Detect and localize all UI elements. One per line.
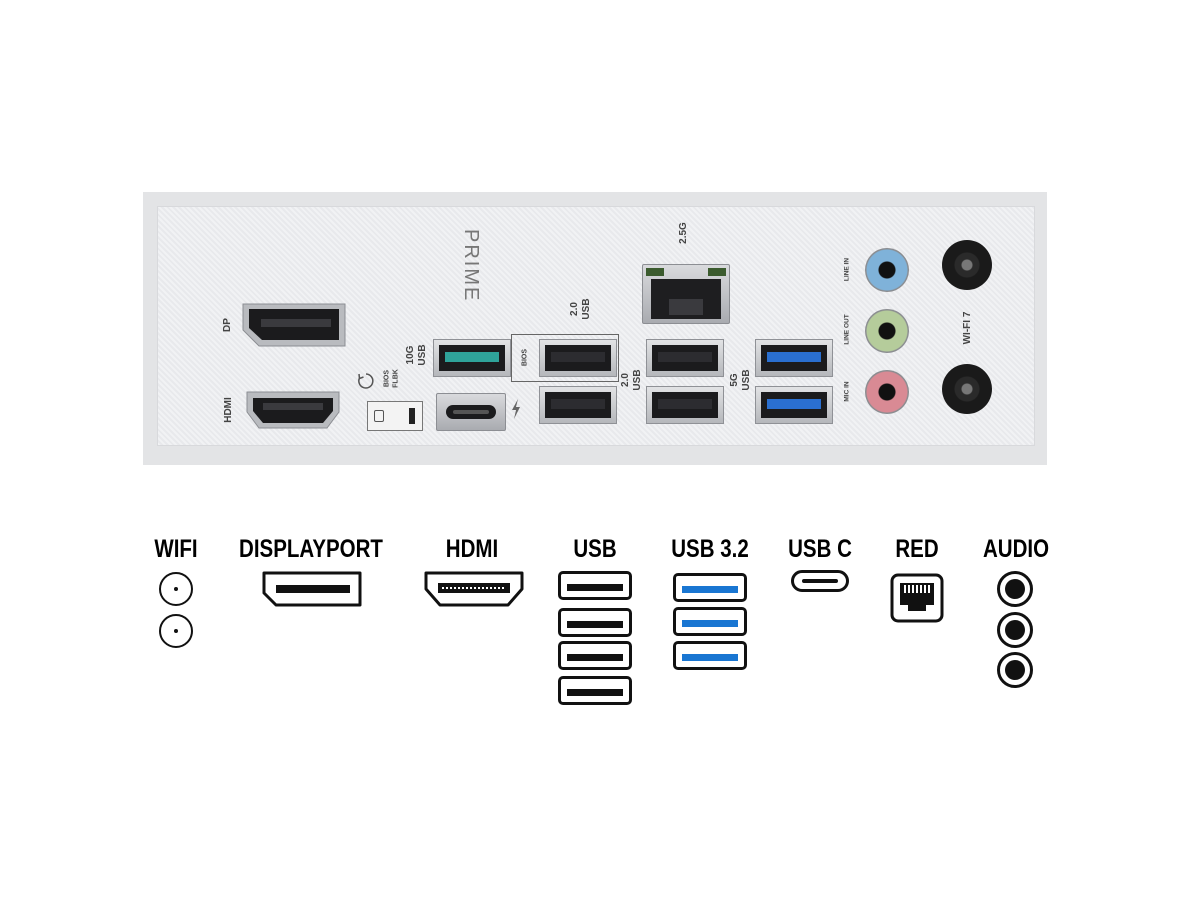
legend-usb32-title: USB 3.2 xyxy=(671,535,749,563)
audio-jack-icon xyxy=(997,652,1033,688)
legend-wifi-title: WIFI xyxy=(154,535,198,563)
bios-port-box xyxy=(511,334,619,382)
usb5g-label-1: 5G xyxy=(729,373,740,387)
legend-usbc-title: USB C xyxy=(788,535,852,563)
usb20-port xyxy=(646,339,724,377)
usb-c-opening xyxy=(446,405,496,419)
wifi7-label: WI-FI 7 xyxy=(962,311,973,345)
usb-3-2-icon xyxy=(673,641,747,670)
line-out-label: LINE OUT xyxy=(843,314,851,345)
usb-5g-port xyxy=(755,339,833,377)
usb-port-opening xyxy=(545,345,611,371)
wifi-antenna-icon xyxy=(159,614,193,648)
usb5g-label-2: USB xyxy=(741,369,752,391)
usb-port-tongue xyxy=(658,399,712,409)
usb20-top-label-1: 2.0 xyxy=(569,302,580,316)
lan-label: 2.5G xyxy=(678,222,689,244)
shield-tab xyxy=(1033,192,1047,200)
bios-button-cap xyxy=(374,410,384,422)
usb20-right-label-1: 2.0 xyxy=(620,373,631,387)
usb-5g-port xyxy=(755,386,833,424)
hdmi-label: HDMI xyxy=(223,397,234,423)
bios-flashback-icon xyxy=(358,373,374,389)
usb-10g-label-2: USB xyxy=(417,344,428,366)
line-in-jack xyxy=(865,248,909,292)
legend-hdmi-title: HDMI xyxy=(445,535,499,563)
usb-c-tongue xyxy=(453,410,489,414)
usb-c-port xyxy=(436,393,506,431)
bios-port-label: BIOS xyxy=(521,348,529,367)
hdmi-port xyxy=(246,391,340,429)
displayport-port xyxy=(242,303,346,347)
lan-latch xyxy=(669,299,703,315)
lan-opening xyxy=(651,279,721,319)
usb-port-tongue xyxy=(551,399,605,409)
lan-led-left xyxy=(646,268,664,276)
legend-usb-title: USB xyxy=(573,535,617,563)
usb-port-opening xyxy=(761,345,827,371)
usb-a-icon xyxy=(558,641,632,670)
line-in-label: LINE IN xyxy=(843,257,851,282)
usb-a-icon xyxy=(558,608,632,637)
usb20-right-label-2: USB xyxy=(632,369,643,391)
bios-flbk-label-1: BIOS xyxy=(383,369,391,388)
line-out-jack xyxy=(865,309,909,353)
usb-port-opening xyxy=(652,392,718,418)
hdmi-icon xyxy=(424,571,524,607)
mic-in-jack xyxy=(865,370,909,414)
wifi-antenna-connector xyxy=(942,240,992,290)
usb-3-2-icon xyxy=(673,607,747,636)
dp-label: DP xyxy=(222,318,233,332)
brand-label: PRIME xyxy=(460,229,482,303)
thunderbolt-icon xyxy=(512,399,520,419)
usb-c-icon xyxy=(791,570,849,592)
usb-port-tongue xyxy=(767,352,821,362)
lan-led-right xyxy=(708,268,726,276)
usb-port-tongue xyxy=(551,352,605,362)
usb-port-opening xyxy=(545,392,611,418)
usb-a-icon xyxy=(558,676,632,705)
usb-port-tongue xyxy=(767,399,821,409)
usb-port-opening xyxy=(652,345,718,371)
mic-in-label: MIC IN xyxy=(843,381,851,402)
legend-displayport-title: DISPLAYPORT xyxy=(239,535,383,563)
audio-jack-icon xyxy=(997,571,1033,607)
usb-port-tongue xyxy=(445,352,499,362)
audio-jack-icon xyxy=(997,612,1033,648)
usb-a-icon xyxy=(558,571,632,600)
usb20-port xyxy=(646,386,724,424)
usb20-bios-port xyxy=(539,339,617,377)
usb-3-2-icon xyxy=(673,573,747,602)
shield-tab xyxy=(143,192,157,200)
usb-c-icon-tongue xyxy=(802,579,838,583)
bios-button-slot xyxy=(409,408,415,424)
displayport-icon xyxy=(262,571,362,607)
usb20-port xyxy=(539,386,617,424)
usb-port-tongue xyxy=(658,352,712,362)
wifi-antenna-icon xyxy=(159,572,193,606)
wifi-antenna-connector xyxy=(942,364,992,414)
usb-port-opening xyxy=(761,392,827,418)
usb20-top-label-2: USB xyxy=(581,298,592,320)
usb-10g-label-1: 10G xyxy=(405,345,416,365)
usb-10g-port xyxy=(433,339,511,377)
legend-red-title: RED xyxy=(895,535,939,563)
bios-flbk-label-2: FLBK xyxy=(392,369,400,388)
ethernet-rj45-icon xyxy=(890,573,944,623)
legend-audio-title: AUDIO xyxy=(982,535,1050,563)
bios-flashback-button[interactable] xyxy=(367,401,423,431)
ethernet-port xyxy=(642,264,730,324)
usb-port-opening xyxy=(439,345,505,371)
